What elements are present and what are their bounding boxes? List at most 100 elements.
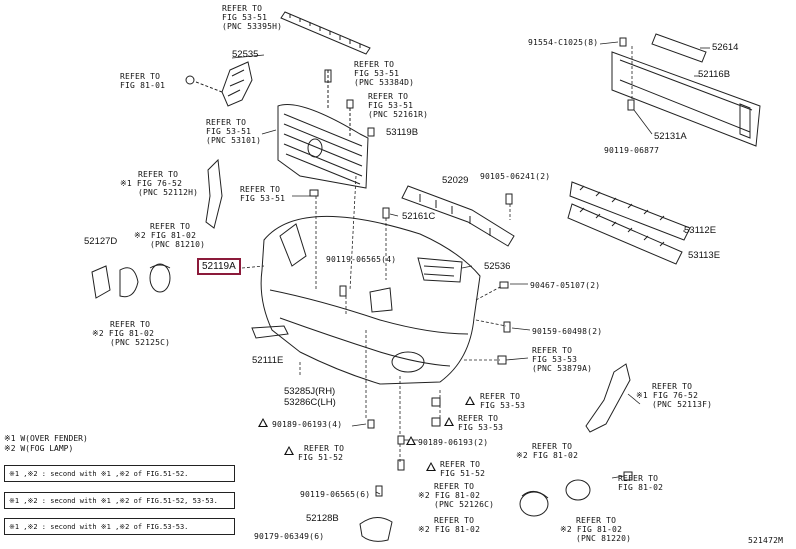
note-box-3: ※1 ,※2 : second with ※1 ,※2 of FIG.53-53… — [4, 518, 235, 535]
part-52128b[interactable]: 52128B — [306, 513, 339, 524]
refer-fig: ※2 FIG 81-02 — [418, 491, 481, 500]
part-53113e[interactable]: 53113E — [688, 250, 721, 261]
refer-pnc: (PNC 53101) — [206, 136, 262, 145]
refer-fig: ※2 FIG 81-02 — [92, 329, 155, 338]
part-90119-06877[interactable]: 90119-06877 — [604, 146, 660, 155]
refer-text: REFER TO — [368, 92, 409, 101]
refer-fig: FIG 51-52 — [440, 469, 486, 478]
refer-fig: FIG 53-51 — [240, 194, 286, 203]
right-fender-liner — [585, 363, 631, 433]
part-52535[interactable]: 52535 — [232, 49, 259, 60]
refer-fig: ※2 FIG 81-02 — [560, 525, 623, 534]
part-53285j-53286c[interactable]: 53285J(RH) 53286C(LH) — [284, 386, 336, 408]
refer-text: REFER TO — [458, 414, 499, 423]
refer-text: REFER TO — [240, 185, 281, 194]
refer-fig: FIG 51-52 — [298, 453, 344, 462]
refer-pnc: (PNC 52125C) — [110, 338, 171, 347]
part-52116b[interactable]: 52116B — [698, 69, 731, 80]
refer-text: REFER TO — [206, 118, 247, 127]
label-refer-52126c[interactable]: REFER TO ※2 FIG 81-02 (PNC 52126C) — [418, 482, 494, 509]
label-connectors — [231, 41, 710, 495]
label-refer-81210[interactable]: REFER TO ※2 FIG 81-02 (PNC 81210) — [134, 222, 205, 249]
warning-triangle-icon — [444, 417, 454, 426]
label-refer-81-01[interactable]: REFER TO FIG 81-01 — [120, 72, 165, 90]
part-52131a[interactable]: 52131A — [654, 131, 687, 142]
part-52161c[interactable]: 52161C — [402, 211, 436, 222]
refer-fig: FIG 53-51 — [368, 101, 414, 110]
part-53119b[interactable]: 53119B — [386, 127, 419, 138]
part-52029[interactable]: 52029 — [442, 175, 469, 186]
refer-text: REFER TO — [532, 346, 573, 355]
label-refer-53101[interactable]: REFER TO FIG 53-51 (PNC 53101) — [206, 118, 261, 145]
label-refer-53395h[interactable]: REFER TO FIG 53-51 (PNC 53395H) — [222, 4, 282, 31]
part-90119-06565-6[interactable]: 90119-06565(6) — [300, 490, 371, 499]
label-refer-52161r[interactable]: REFER TO FIG 53-51 (PNC 52161R) — [368, 92, 428, 119]
part-52536[interactable]: 52536 — [484, 261, 511, 272]
label-refer-53-53-a[interactable]: REFER TO FIG 53-53 — [464, 392, 525, 410]
part-90105-06241[interactable]: 90105-06241(2) — [480, 172, 551, 181]
label-refer-51-52-a[interactable]: REFER TO FIG 51-52 — [298, 444, 344, 462]
label-refer-81-02-c[interactable]: REFER TO ※2 FIG 81-02 — [418, 516, 480, 534]
refer-fig: FIG 53-51 — [222, 13, 268, 22]
label-refer-53-51-b[interactable]: REFER TO FIG 53-51 — [240, 185, 285, 203]
refer-text: REFER TO — [138, 170, 179, 179]
part-90467-05107[interactable]: 90467-05107(2) — [530, 281, 601, 290]
part-52614[interactable]: 52614 — [712, 42, 739, 53]
label-refer-52125c[interactable]: REFER TO ※2 FIG 81-02 (PNC 52125C) — [92, 320, 170, 347]
part-52127d[interactable]: 52127D — [84, 236, 118, 247]
label-refer-81220[interactable]: REFER TO ※2 FIG 81-02 (PNC 81220) — [560, 516, 631, 543]
warning-triangle-icon — [284, 446, 294, 455]
part-52119a-highlighted[interactable]: 52119A — [197, 258, 241, 275]
part-90119-06565-4[interactable]: 90119-06565(4) — [326, 255, 397, 264]
refer-fig: FIG 53-51 — [354, 69, 400, 78]
refer-text: REFER TO — [304, 444, 345, 453]
part-90189-06193-2[interactable]: 90189-06193(2) — [418, 438, 489, 447]
part-91554-c1025[interactable]: 91554-C1025(8) — [528, 38, 599, 47]
refer-pnc: (PNC 52112H) — [138, 188, 199, 197]
label-refer-81-02-b[interactable]: REFER TO FIG 81-02 — [618, 474, 663, 492]
leader-lines — [241, 46, 633, 462]
diagram-id: 521472M — [748, 536, 784, 545]
label-refer-53879a[interactable]: REFER TO FIG 53-53 (PNC 53879A) — [532, 346, 592, 373]
warning-triangle-icon — [406, 436, 416, 445]
legend-item-2: ※2 W(FOG LAMP) — [4, 444, 74, 453]
refer-text: REFER TO — [480, 392, 521, 401]
left-fog-lamp-parts — [91, 263, 171, 299]
part-90179-06349[interactable]: 90179-06349(6) — [254, 532, 325, 541]
refer-fig: ※2 FIG 81-02 — [418, 525, 481, 534]
label-refer-52113f[interactable]: REFER TO ※1 FIG 76-52 (PNC 52113F) — [636, 382, 712, 409]
part-53112e[interactable]: 53112E — [684, 225, 717, 236]
part-52111e[interactable]: 52111E — [252, 355, 284, 366]
legend: ※1 W(OVER FENDER) ※2 W(FOG LAMP) — [4, 434, 88, 454]
warning-triangle-icon — [465, 396, 475, 405]
legend-item-1: ※1 W(OVER FENDER) — [4, 434, 88, 443]
refer-text: REFER TO — [532, 442, 573, 451]
refer-fig: FIG 53-53 — [480, 401, 526, 410]
bracket-52536 — [417, 257, 463, 283]
refer-fig: FIG 53-53 — [532, 355, 578, 364]
lower-grille-lower — [567, 203, 683, 265]
refer-pnc: (PNC 52113F) — [652, 400, 713, 409]
label-refer-53-53-b[interactable]: REFER TO FIG 53-53 — [444, 414, 503, 432]
upper-molding-strip — [280, 11, 371, 55]
bumper-reinforcement — [611, 33, 761, 147]
energy-absorber — [401, 185, 515, 247]
refer-pnc: (PNC 81210) — [150, 240, 206, 249]
refer-pnc: (PNC 53879A) — [532, 364, 593, 373]
refer-text: REFER TO — [618, 474, 659, 483]
right-fog-lamp-parts — [359, 479, 591, 542]
part-90189-06193-4[interactable]: 90189-06193(4) — [272, 420, 343, 429]
label-refer-52112h[interactable]: REFER TO ※1 FIG 76-52 (PNC 52112H) — [120, 170, 198, 197]
lower-grille-upper — [569, 181, 691, 241]
refer-text: REFER TO — [354, 60, 395, 69]
label-refer-51-52-b[interactable]: REFER TO FIG 51-52 — [440, 460, 485, 478]
refer-fig: ※1 FIG 76-52 — [120, 179, 183, 188]
refer-pnc: (PNC 53384D) — [354, 78, 415, 87]
fasteners — [309, 37, 635, 497]
label-refer-81-02-a[interactable]: REFER TO ※2 FIG 81-02 — [516, 442, 578, 460]
label-refer-53384d[interactable]: REFER TO FIG 53-51 (PNC 53384D) — [354, 60, 414, 87]
refer-pnc: (PNC 53395H) — [222, 22, 283, 31]
part-90159-60498[interactable]: 90159-60498(2) — [532, 327, 603, 336]
